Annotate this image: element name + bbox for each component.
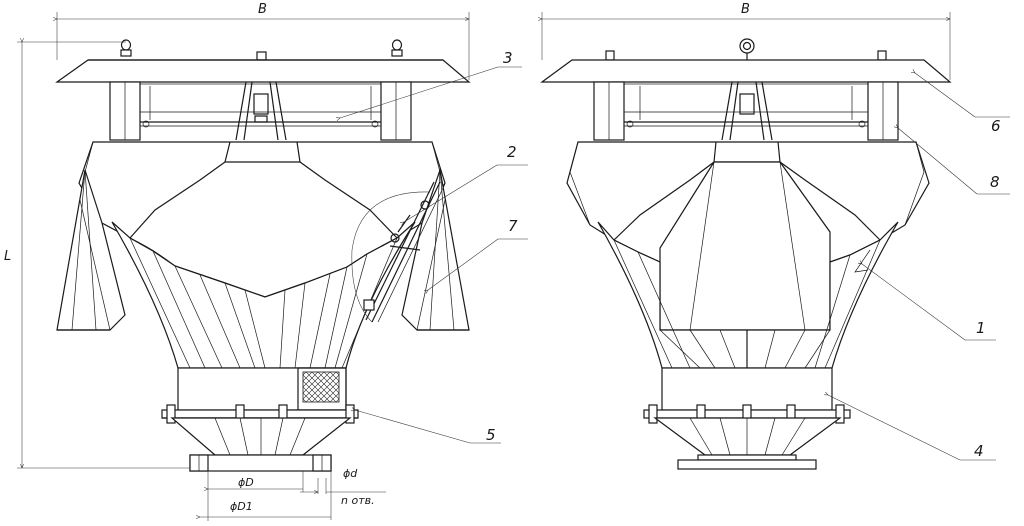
callout-5: 5 [355, 410, 501, 444]
callout-label-3: 3 [503, 49, 513, 67]
dimension-label-hole-count: n отв. [341, 494, 375, 507]
right-view: B [540, 2, 1010, 470]
callout-label-8: 8 [990, 173, 1000, 191]
callout-3: 3 [340, 49, 522, 118]
dimension-label-b-left: B [258, 2, 267, 17]
callout-2: 2 [404, 143, 528, 222]
head-assembly-left [139, 81, 382, 141]
callout-6: 6 [915, 73, 1010, 135]
callout-7: 7 [428, 217, 528, 290]
callout-label-7: 7 [508, 217, 518, 235]
callout-label-1: 1 [976, 319, 986, 337]
lifting-eye-left-2 [391, 39, 403, 57]
callout-label-6: 6 [991, 117, 1001, 135]
dimension-l: L [4, 42, 200, 468]
dimension-b-left: B [57, 2, 469, 80]
roof-cap-left [55, 59, 471, 83]
callout-label-5: 5 [486, 426, 496, 444]
dimension-label-phi-d-inner: ϕD [238, 476, 254, 489]
head-assembly-right [623, 81, 869, 141]
callout-4: 4 [828, 395, 996, 461]
roof-cap-right [540, 59, 952, 83]
lower-cone-right [597, 221, 899, 369]
dimension-label-b-right: B [741, 2, 750, 17]
dimension-b-right: B [542, 2, 950, 80]
nozzle-right [661, 367, 833, 411]
callout-label-4: 4 [974, 442, 984, 460]
left-view: B L [4, 2, 528, 521]
dimension-label-l: L [4, 249, 11, 264]
lifting-eye-left-1 [120, 39, 132, 57]
callout-1: 1 [862, 264, 996, 341]
callout-label-2: 2 [507, 143, 517, 161]
dimension-label-phi-d-hole: ϕd [343, 467, 358, 480]
flame-arrester-mesh-left [297, 367, 347, 411]
wing-left-outer [56, 169, 126, 331]
dimension-label-phi-d1: ϕD1 [230, 500, 253, 513]
bottom-flange-right [677, 454, 817, 470]
explosion-panel-left [351, 181, 446, 323]
bottom-cone-right [653, 417, 842, 456]
upper-body-left [78, 141, 446, 298]
lifting-eye-right [605, 38, 887, 61]
callout-8: 8 [898, 128, 1010, 195]
flange-plate-right [643, 404, 851, 424]
bottom-flange-left [189, 454, 332, 472]
dimension-diameters: ϕD ϕD1 ϕd n отв. [200, 467, 386, 521]
